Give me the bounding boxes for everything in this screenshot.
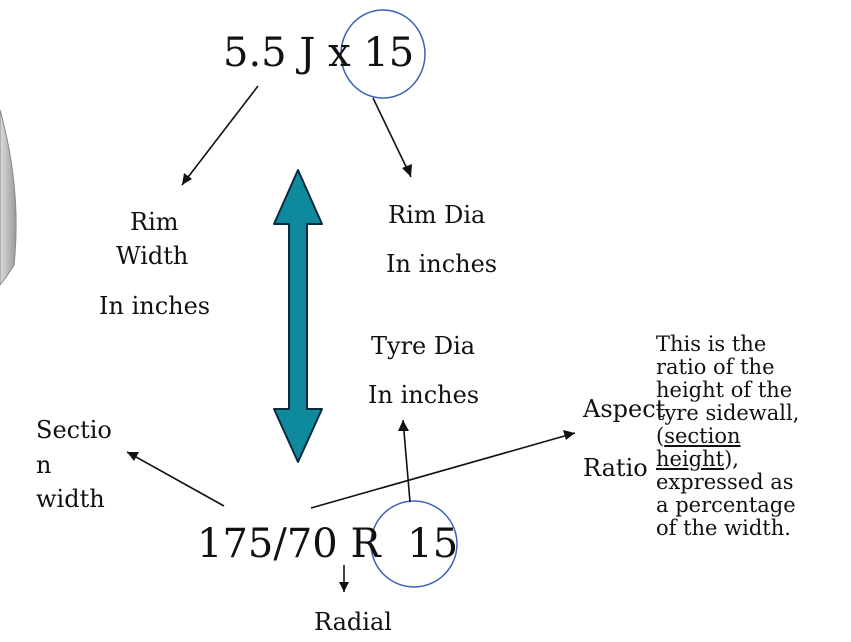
rim-dia-label: Rim Dia xyxy=(388,201,486,229)
arrow-rim-dia xyxy=(372,97,412,178)
rim-spec: 5.5 J x 15 xyxy=(223,33,414,73)
aspect-note-underlined: section height xyxy=(656,424,741,471)
section-width-label-1: Sectio xyxy=(36,416,112,444)
rim-spec-prefix: 5.5 J x xyxy=(223,30,351,76)
double-arrow-icon xyxy=(273,169,323,463)
arrow-section-width xyxy=(126,451,225,507)
rim-width-unit: In inches xyxy=(99,292,211,320)
arrow-aspect-ratio xyxy=(310,432,576,509)
rim-dia-unit: In inches xyxy=(386,250,498,278)
tyre-diameter-circle xyxy=(370,500,458,588)
radial-label: Radial xyxy=(314,608,392,636)
rim-width-label-1: Rim xyxy=(130,208,179,236)
rim-diameter-circle xyxy=(340,9,426,99)
section-width-label-2: n xyxy=(36,451,52,479)
tyre-spec: 175/70 R 15 xyxy=(197,524,458,564)
tyre-dia-unit: In inches xyxy=(368,381,480,409)
section-width-label-3: width xyxy=(36,485,105,513)
aspect-note-text-2: ), expressed as a percentage of the widt… xyxy=(656,447,796,540)
tyre-spec-prefix: 175/70 R xyxy=(197,521,381,567)
tyre-spec-diameter: 15 xyxy=(407,521,459,567)
aspect-ratio-label-1: Aspect xyxy=(583,395,666,423)
tyre-dia-label: Tyre Dia xyxy=(371,332,476,360)
arrow-rim-width xyxy=(181,85,259,186)
aspect-note-text-1: This is the ratio of the height of the t… xyxy=(656,332,800,448)
rim-width-label-2: Width xyxy=(116,242,189,270)
arrow-tyre-dia xyxy=(402,419,411,503)
aspect-ratio-label-2: Ratio xyxy=(583,454,648,482)
aspect-ratio-note: This is the ratio of the height of the t… xyxy=(656,333,806,540)
rim-spec-diameter: 15 xyxy=(363,30,415,76)
wheel-edge xyxy=(0,109,17,286)
